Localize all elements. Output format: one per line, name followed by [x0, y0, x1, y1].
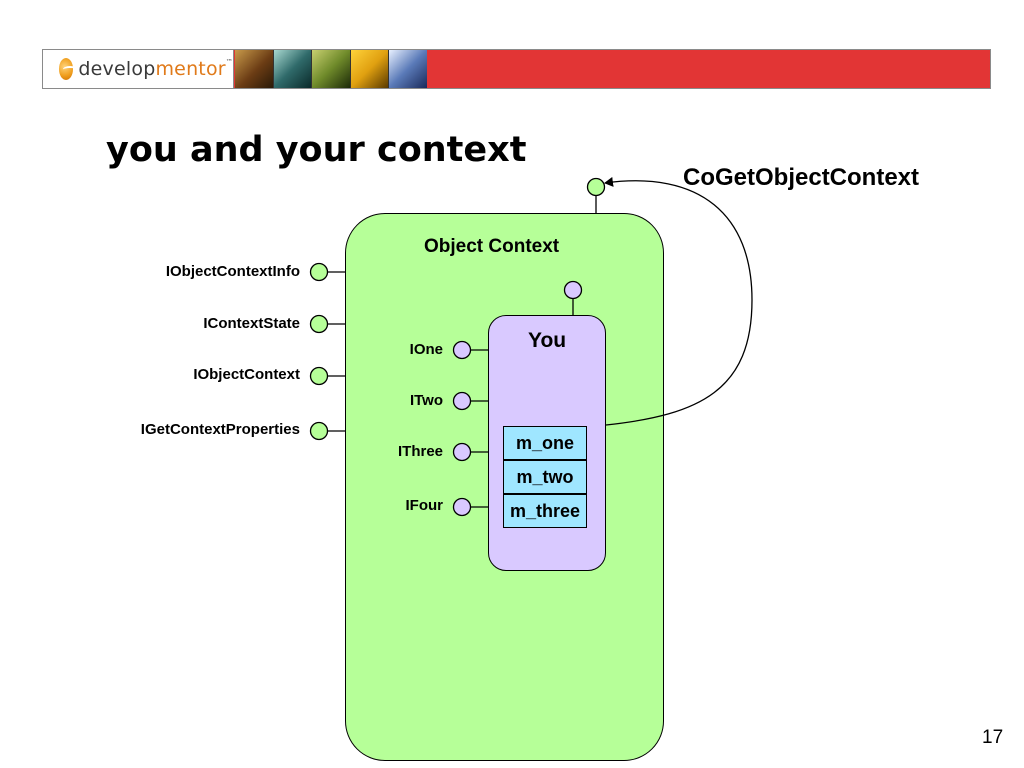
- member-m-two: m_two: [503, 460, 587, 494]
- developmentor-logo: developmentor™: [43, 50, 234, 88]
- cogetobjectcontext-arrow: [604, 176, 753, 426]
- banner-image-tile: [389, 50, 427, 88]
- interface-label-ithree: IThree: [397, 443, 443, 460]
- logo-swirl-icon: [59, 58, 78, 80]
- banner-image-strip: [235, 50, 427, 88]
- lollipop-iobjectcontext-icon: [309, 366, 329, 386]
- interface-label-ifour: IFour: [405, 497, 444, 514]
- lollipop-igetcontextproperties-icon: [309, 421, 329, 441]
- lollipop-iobjectcontextinfo-icon: [309, 262, 329, 282]
- interface-label-iobjectcontextinfo: IObjectContextInfo: [165, 263, 300, 280]
- interface-label-itwo: ITwo: [409, 392, 443, 409]
- banner-image-tile: [350, 50, 390, 88]
- logo-text: developmentor™: [78, 58, 233, 80]
- banner-image-tile: [312, 50, 351, 88]
- lollipop-context-top-icon: [586, 177, 606, 197]
- page-number: 17: [982, 727, 1004, 748]
- lollipop-ifour-icon: [452, 497, 472, 517]
- interface-label-ione: IOne: [409, 341, 443, 358]
- you-object-label: You: [528, 329, 567, 352]
- lollipop-ione-icon: [452, 340, 472, 360]
- banner-image-tile: [273, 50, 313, 88]
- member-m-one: m_one: [503, 426, 587, 460]
- interface-label-iobjectcontext: IObjectContext: [193, 366, 300, 383]
- lollipop-itwo-icon: [452, 391, 472, 411]
- banner-image-tile: [235, 50, 274, 88]
- slide-title: you and your context: [106, 130, 527, 170]
- member-m-three: m_three: [503, 494, 587, 528]
- lollipop-icontextstate-icon: [309, 314, 329, 334]
- lollipop-you-top-icon: [563, 280, 583, 300]
- interface-label-icontextstate: IContextState: [203, 315, 300, 332]
- lollipop-ithree-icon: [452, 442, 472, 462]
- interface-label-igetcontextproperties: IGetContextProperties: [140, 421, 300, 438]
- cogetobjectcontext-label: CoGetObjectContext: [683, 164, 920, 191]
- header-banner: developmentor™: [42, 49, 991, 89]
- object-context-label: Object Context: [424, 236, 560, 257]
